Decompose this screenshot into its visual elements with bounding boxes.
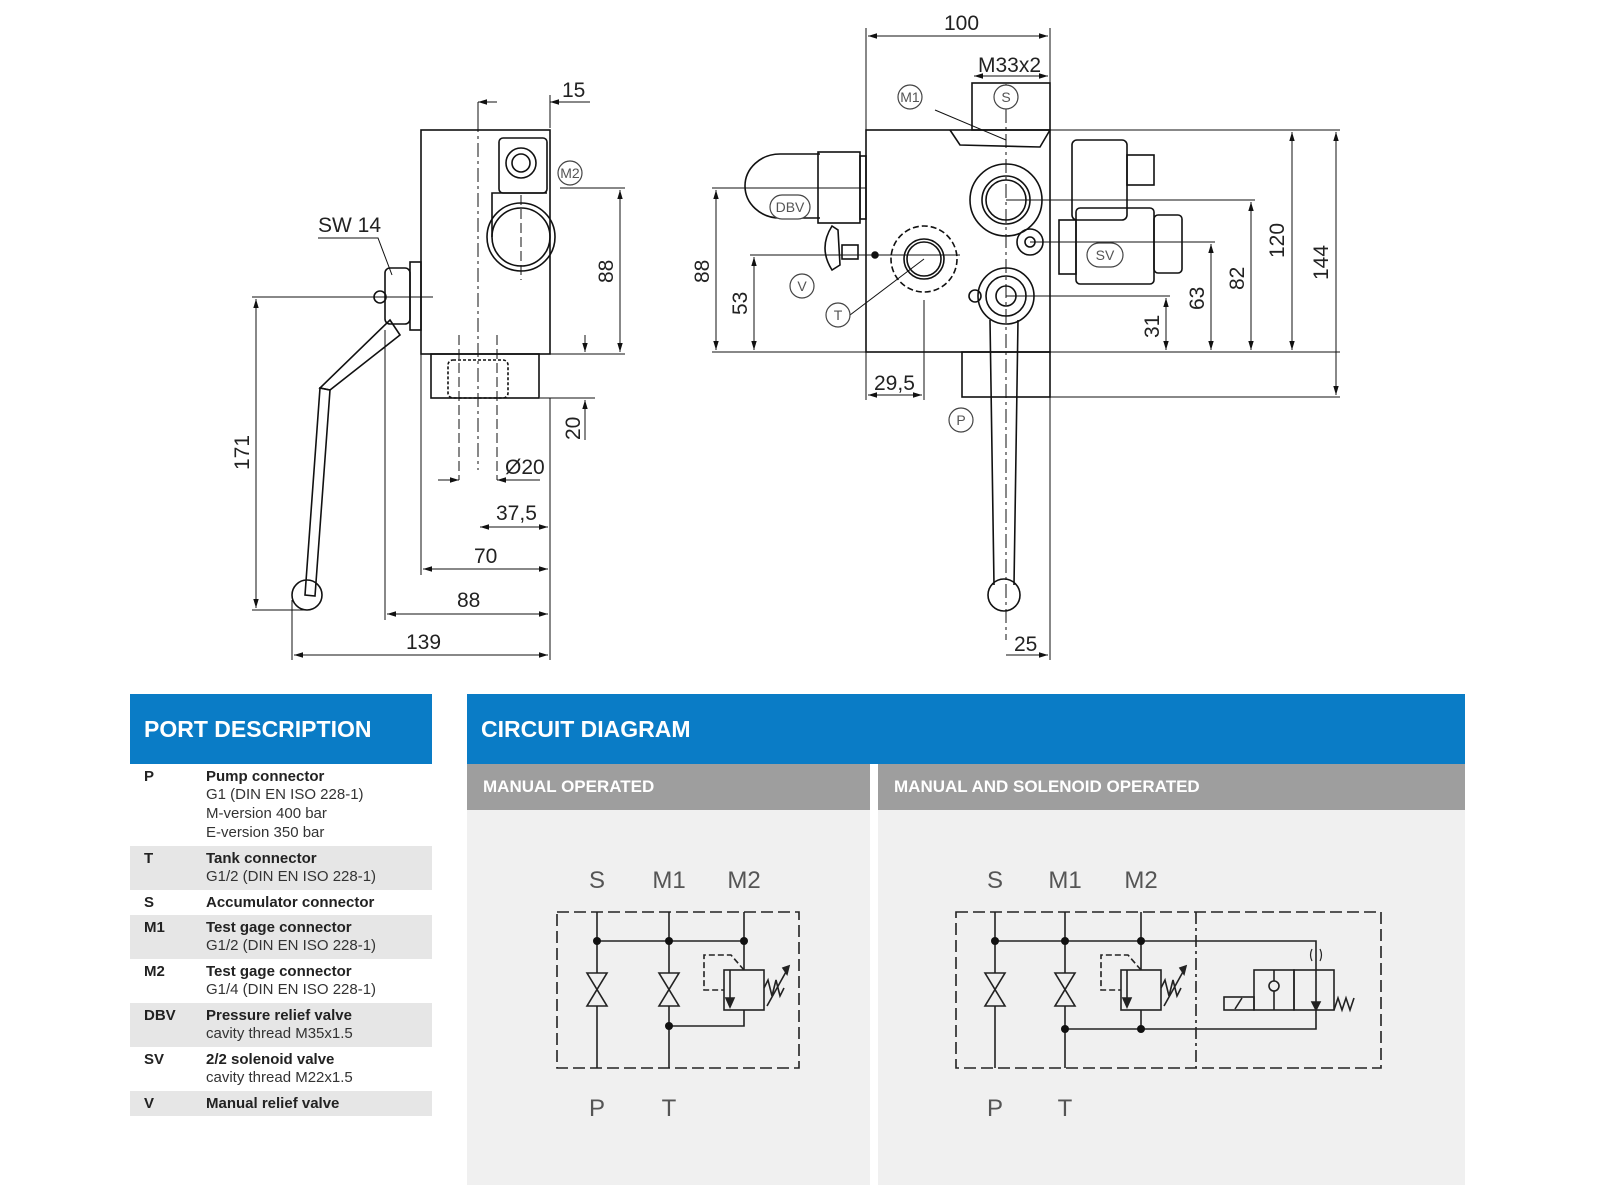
port-label-s: S — [987, 867, 1003, 894]
port-name: Pump connector — [206, 768, 325, 785]
port-detail: G1/2 (DIN EN ISO 228-1) — [206, 868, 377, 885]
balloon-dbv: DBV — [776, 199, 805, 215]
balloon-p: P — [956, 412, 965, 428]
port-name: Accumulator connector — [206, 894, 375, 911]
port-code: M2 — [144, 963, 165, 980]
port-row: S Accumulator connector — [130, 890, 432, 915]
port-name: Test gage connector — [206, 919, 352, 936]
port-label-m1: M1 — [1048, 867, 1081, 894]
port-description-title: PORT DESCRIPTION — [130, 694, 432, 764]
port-label-m1: M1 — [652, 867, 685, 894]
port-code: SV — [144, 1051, 165, 1068]
dim-88-width: 88 — [457, 589, 480, 612]
port-label-t: T — [1058, 1095, 1073, 1122]
port-label-p: P — [589, 1095, 605, 1122]
manual-circuit-svg: S M1 M2 P T — [556, 867, 800, 1122]
port-code: DBV — [144, 1007, 176, 1024]
dim-88-height: 88 — [595, 260, 618, 283]
port-detail: G1/2 (DIN EN ISO 228-1) — [206, 937, 377, 954]
port-name: Manual relief valve — [206, 1095, 340, 1112]
dim-37-5: 37,5 — [496, 502, 537, 525]
port-detail: G1 (DIN EN ISO 228-1) — [206, 786, 364, 803]
port-label-t: T — [662, 1095, 677, 1122]
port-label-p: P — [987, 1095, 1003, 1122]
balloon-s: S — [1001, 89, 1010, 105]
dim-53: 53 — [729, 292, 752, 315]
port-detail: cavity thread M22x1.5 — [206, 1069, 353, 1086]
balloon-t: T — [834, 307, 843, 323]
dim-82: 82 — [1226, 267, 1249, 290]
dim-100: 100 — [944, 12, 979, 35]
dim-63: 63 — [1186, 287, 1209, 310]
manual-circuit: S M1 M2 P T — [467, 810, 870, 1185]
port-code: P — [144, 768, 155, 785]
dim-dia20: Ø20 — [505, 456, 545, 479]
port-code: M1 — [144, 919, 165, 936]
port-detail: M-version 400 bar — [206, 805, 327, 822]
port-code: V — [144, 1095, 155, 1112]
port-name: Tank connector — [206, 850, 317, 867]
port-code: S — [144, 894, 155, 911]
dim-70: 70 — [474, 545, 497, 568]
port-detail: E-version 350 bar — [206, 824, 325, 841]
port-detail: G1/4 (DIN EN ISO 228-1) — [206, 981, 377, 998]
dim-15: 15 — [562, 79, 585, 102]
port-label-s: S — [589, 867, 605, 894]
port-name: Pressure relief valve — [206, 1007, 352, 1024]
port-info: Accumulator connector — [206, 894, 374, 911]
dim-171: 171 — [231, 435, 254, 470]
port-label-m2: M2 — [1124, 867, 1157, 894]
dim-20: 20 — [562, 417, 585, 440]
port-detail: cavity thread M35x1.5 — [206, 1025, 353, 1042]
dim-sw14: SW 14 — [318, 214, 381, 237]
solenoid-operated-title: MANUAL AND SOLENOID OPERATED — [878, 764, 1465, 810]
port-name: Test gage connector — [206, 963, 352, 980]
solenoid-circuit-svg: S M1 M2 P T — [955, 867, 1382, 1122]
solenoid-circuit: S M1 M2 P T — [878, 810, 1465, 1185]
port-label-m2: M2 — [727, 867, 760, 894]
dim-m33x2: M33x2 — [978, 54, 1041, 77]
dim-25: 25 — [1014, 633, 1037, 656]
port-code: T — [144, 850, 154, 867]
dim-88-front: 88 — [691, 260, 714, 283]
manual-operated-title: MANUAL OPERATED — [467, 764, 870, 810]
dim-31: 31 — [1141, 315, 1164, 338]
balloon-m1: M1 — [900, 89, 920, 105]
circuit-diagram-panel: CIRCUIT DIAGRAM MANUAL OPERATED MANUAL A… — [467, 694, 1465, 810]
dim-29-5: 29,5 — [874, 372, 915, 395]
port-info: Manual relief valve — [206, 1095, 339, 1112]
balloon-m2: M2 — [560, 165, 580, 181]
technical-drawing: 15 SW 14 88 171 20 Ø20 37,5 70 88 139 10… — [231, 12, 1340, 660]
dim-120: 120 — [1266, 223, 1289, 258]
circuit-diagram-title: CIRCUIT DIAGRAM — [467, 694, 1465, 764]
balloon-sv: SV — [1096, 247, 1115, 263]
dim-144: 144 — [1310, 245, 1333, 280]
port-name: 2/2 solenoid valve — [206, 1051, 335, 1068]
balloon-v: V — [797, 278, 807, 294]
dim-139: 139 — [406, 631, 441, 654]
port-row: V Manual relief valve — [130, 1091, 432, 1116]
